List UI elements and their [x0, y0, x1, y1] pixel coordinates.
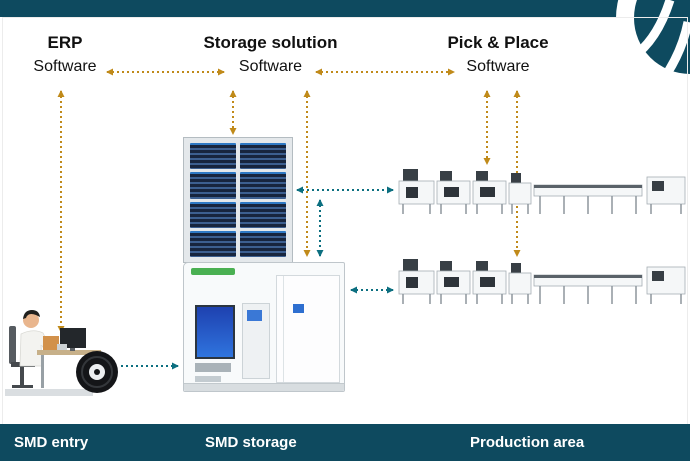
pick-place-subtitle: Software	[466, 58, 530, 75]
tray-stack	[240, 230, 286, 257]
footer-smd-entry: SMD entry	[14, 434, 89, 451]
machine-output-slot	[195, 363, 231, 372]
erp-subtitle: Software	[33, 58, 97, 75]
machine-screen	[195, 305, 235, 359]
pick-place-software-label: Pick & Place Software	[428, 33, 568, 77]
production-line-1-illustration	[398, 169, 686, 214]
machine-control-panel	[242, 303, 270, 379]
erp-software-label: ERP Software	[15, 33, 115, 77]
tray-stack	[190, 172, 236, 199]
tray-stack	[240, 201, 286, 228]
bottom-band: SMD entry SMD storage Production area	[0, 424, 690, 461]
machine-label-sticker	[293, 304, 304, 313]
tray-stack	[240, 143, 286, 170]
erp-title: ERP	[47, 33, 83, 52]
tray-stack	[190, 230, 236, 257]
machine-display	[247, 310, 262, 321]
storage-software-label: Storage solution Software	[193, 33, 348, 77]
floor-mat	[5, 389, 93, 396]
machine-base	[184, 383, 344, 391]
monitor	[60, 328, 86, 348]
machine-door-seam	[283, 276, 284, 382]
storage-tower-illustration	[183, 137, 293, 263]
storage-title: Storage solution	[203, 33, 338, 52]
tray-stack	[190, 143, 236, 170]
footer-smd-storage: SMD storage	[205, 434, 297, 451]
footer-production-area: Production area	[470, 434, 585, 451]
smd-storage-machine-illustration	[183, 262, 345, 392]
parts-box	[43, 336, 59, 350]
production-line-2-illustration	[398, 259, 686, 304]
brand-swoosh-icon	[616, 0, 690, 99]
top-band	[0, 0, 690, 17]
machine-logo-strip	[191, 268, 235, 275]
storage-subtitle: Software	[238, 58, 303, 75]
tray-stack	[190, 201, 236, 228]
pick-place-title: Pick & Place	[447, 33, 549, 52]
tray-stack	[240, 172, 286, 199]
component-reel-icon	[76, 351, 118, 393]
machine-door	[276, 275, 340, 383]
keyboard	[57, 344, 67, 350]
operator-desk-illustration	[5, 310, 118, 396]
machine-tray-slot	[195, 376, 221, 382]
